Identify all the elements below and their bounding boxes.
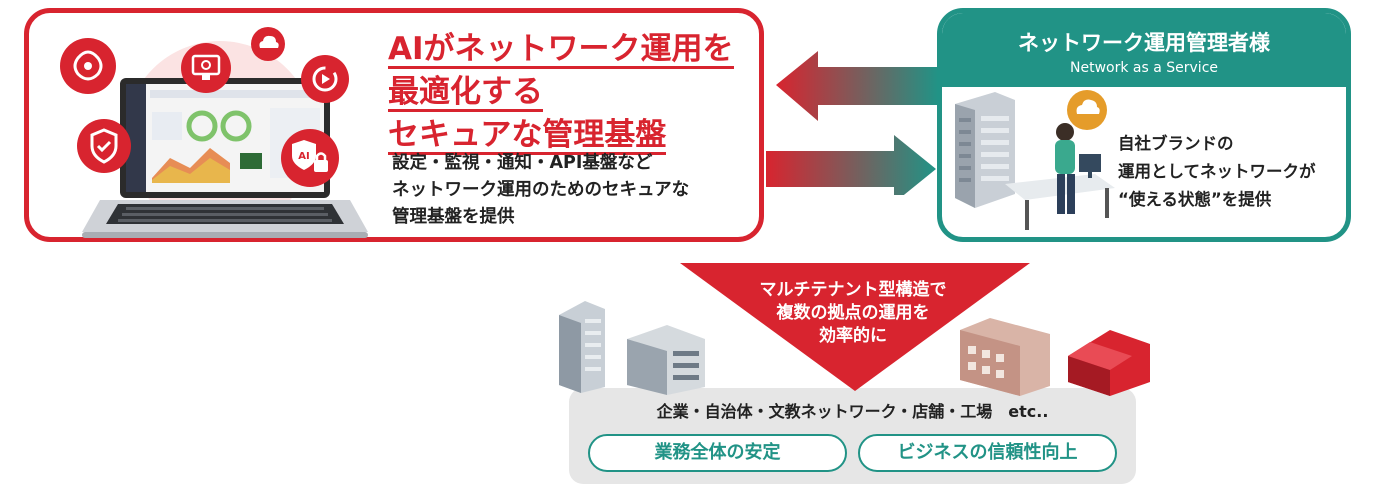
- triangle-line-2: 複数の拠点の運用を: [776, 303, 930, 323]
- arrow-right: [766, 135, 936, 195]
- left-description: 設定・監視・通知・API基盤など ネットワーク運用のためのセキュアな 管理基盤を…: [392, 150, 752, 231]
- headline-line-2: 最適化する: [388, 74, 543, 112]
- bottom-label: 企業・自治体・文教ネットワーク・店舗・工場 etc..: [656, 402, 1049, 421]
- headline-line-1: AIがネットワーク運用を: [388, 31, 734, 69]
- left-headline: AIがネットワーク運用を 最適化する セキュアな管理基盤: [388, 30, 748, 159]
- right-panel-header: [942, 13, 1346, 87]
- monitor-settings-icon: [181, 43, 231, 93]
- brain-circuit-icon: [60, 38, 116, 94]
- right-desc-line-3: “使える状態”を提供: [1118, 190, 1272, 209]
- left-desc-line-1: 設定・監視・通知・API基盤など: [392, 153, 653, 173]
- triangle-line-3: 効率的に: [819, 326, 887, 346]
- right-panel: ネットワーク運用管理者様 Network as a Service: [937, 8, 1351, 242]
- cloud-upload-icon: [251, 27, 285, 61]
- triangle-text: マルチテナント型構造で 複数の拠点の運用を 効率的に: [720, 279, 986, 348]
- right-panel-subtitle: Network as a Service: [1070, 60, 1218, 76]
- office-worker-illustration: [955, 90, 1115, 230]
- right-desc-line-2: 運用としてネットワークが: [1118, 162, 1316, 181]
- arrow-left: [776, 51, 938, 121]
- left-desc-line-3: 管理基盤を提供: [392, 207, 515, 227]
- buildings-illustration-left: [559, 301, 705, 395]
- left-desc-line-2: ネットワーク運用のためのセキュアな: [392, 180, 690, 200]
- shield-network-icon: [77, 119, 131, 173]
- right-panel-title: ネットワーク運用管理者様: [1018, 31, 1270, 55]
- triangle-line-1: マルチテナント型構造で: [759, 280, 947, 300]
- right-desc-line-1: 自社ブランドの: [1118, 134, 1234, 153]
- right-description: 自社ブランドの 運用としてネットワークが “使える状態”を提供: [1118, 130, 1348, 214]
- center-triangle: [680, 263, 1030, 391]
- arrows-between-panels: [766, 51, 938, 195]
- pill-business-reliability: ビジネスの信頼性向上: [858, 434, 1117, 472]
- svg-text:AI: AI: [298, 151, 309, 162]
- refresh-cycle-icon: [301, 55, 349, 103]
- ai-lock-shield-icon: AI: [281, 129, 339, 187]
- pill-business-stability: 業務全体の安定: [588, 434, 847, 472]
- buildings-illustration-right: [960, 318, 1150, 396]
- headline-line-3: セキュアな管理基盤: [388, 117, 667, 155]
